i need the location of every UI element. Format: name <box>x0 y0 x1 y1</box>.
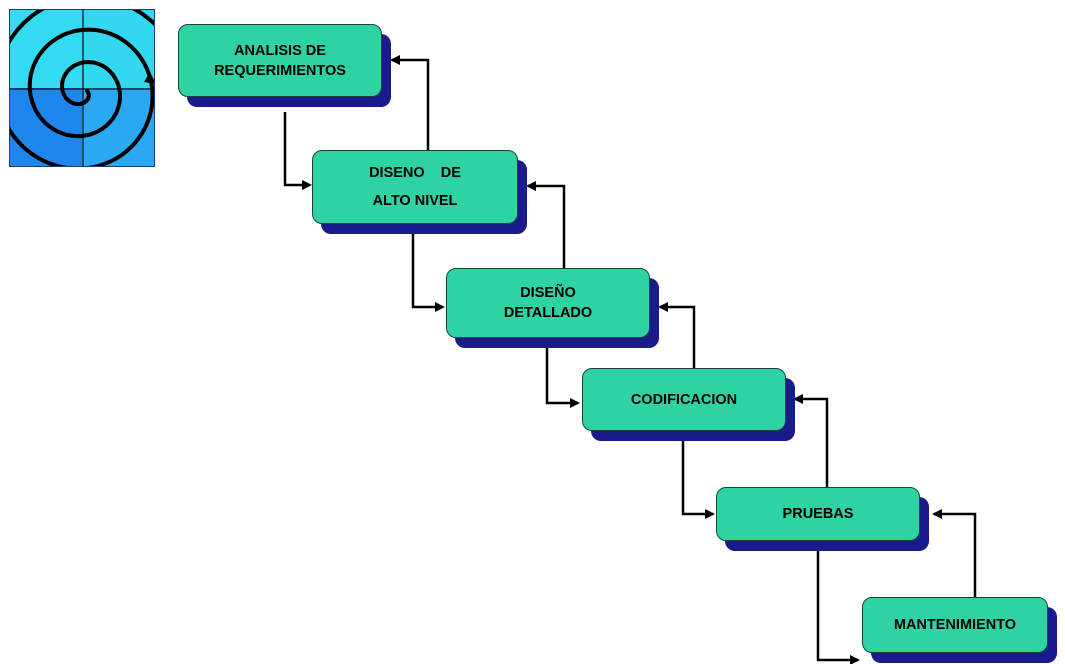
spiral-model-icon <box>9 9 155 167</box>
arrow-pruebas-to-mantenimiento <box>816 542 860 664</box>
phase-box-analisis: ANALISIS DE REQUERIMIENTOS <box>178 24 391 107</box>
phase-label-line: DISENO DE <box>369 165 461 181</box>
phase-label-line: PRUEBAS <box>782 506 854 522</box>
phase-box-face: ANALISIS DE REQUERIMIENTOS <box>178 24 382 97</box>
phase-box-mantenimiento: MANTENIMIENTO <box>862 597 1057 663</box>
phase-box-face: DISENO DE ALTO NIVEL <box>312 150 518 224</box>
arrow-codificacion-back-to-diseno-det <box>658 302 696 368</box>
phase-box-diseno-detallado: DISEÑO DETALLADO <box>446 268 659 348</box>
arrow-diseno-alto-back-to-analisis <box>390 55 430 150</box>
phase-label-line: DISEÑO <box>520 285 576 301</box>
phase-label-line: REQUERIMIENTOS <box>214 62 346 79</box>
arrow-diseno-det-back-to-diseno-alto <box>526 181 566 268</box>
phase-box-diseno-alto-nivel: DISENO DE ALTO NIVEL <box>312 150 527 234</box>
phase-box-face: MANTENIMIENTO <box>862 597 1048 653</box>
phase-box-face: PRUEBAS <box>716 487 920 541</box>
logo-quadrant-top-right <box>82 10 154 88</box>
arrow-pruebas-back-to-codificacion <box>793 394 829 487</box>
phase-box-face: DISEÑO DETALLADO <box>446 268 650 338</box>
phase-label-line: DETALLADO <box>503 305 593 321</box>
arrow-diseno-det-to-codificacion <box>545 344 580 408</box>
phase-label-line: MANTENIMIENTO <box>893 617 1017 633</box>
phase-label-line: CODIFICACION <box>630 391 738 408</box>
phase-box-face: CODIFICACION <box>582 368 786 431</box>
phase-label-line: ALTO NIVEL <box>372 193 458 209</box>
spiral-icon <box>10 10 154 166</box>
arrow-analisis-to-diseno-alto <box>283 112 312 190</box>
arrow-diseno-alto-to-diseno-det <box>411 230 445 312</box>
phase-box-codificacion: CODIFICACION <box>582 368 795 441</box>
phase-box-pruebas: PRUEBAS <box>716 487 929 551</box>
arrow-codificacion-to-pruebas <box>681 432 715 519</box>
arrow-mantenimiento-back-to-pruebas <box>932 509 977 597</box>
phase-label-line: ANALISIS DE <box>234 42 326 59</box>
